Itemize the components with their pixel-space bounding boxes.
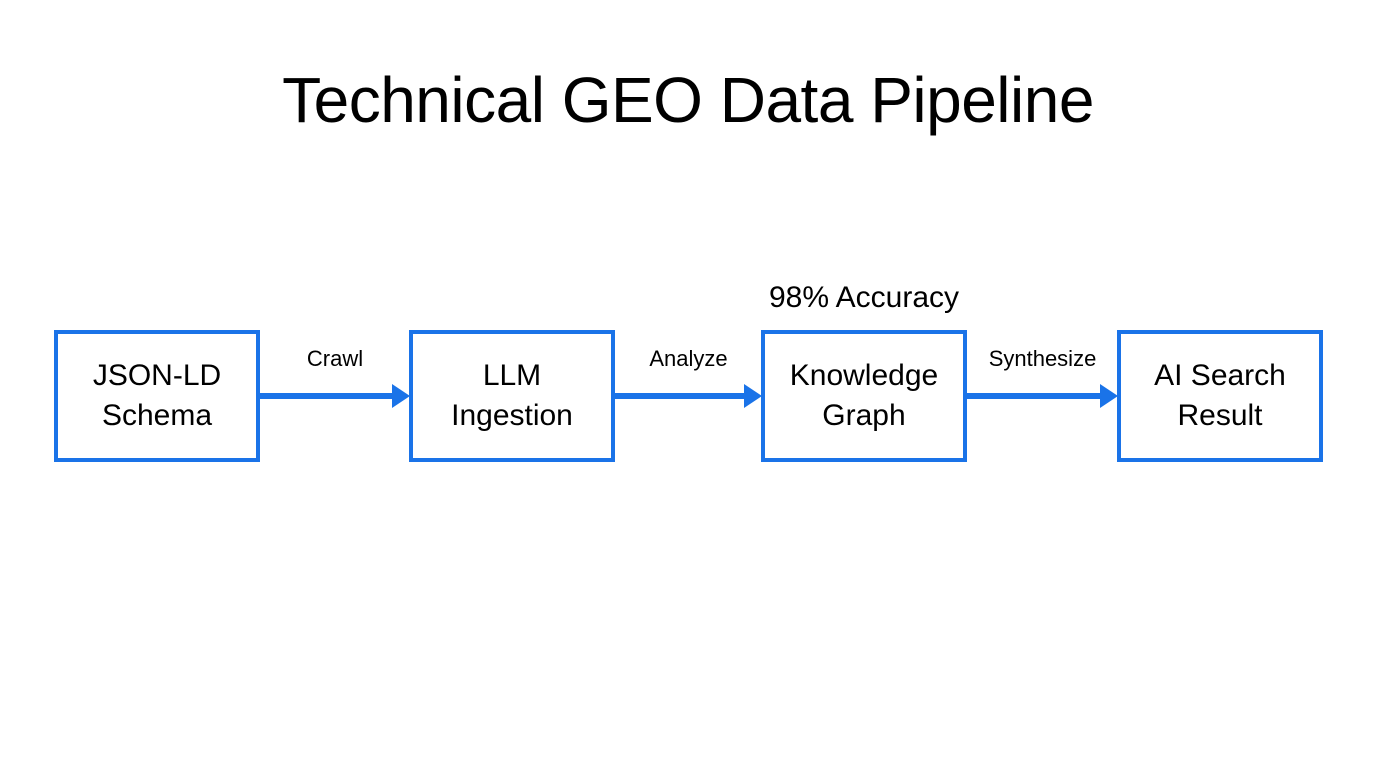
connector-label-analyze: Analyze bbox=[649, 346, 728, 371]
arrow-shaft-icon bbox=[615, 393, 744, 399]
connector-synthesize: Synthesize bbox=[967, 346, 1118, 416]
node-label: AI Search Result bbox=[1154, 359, 1286, 432]
node-label: LLM Ingestion bbox=[451, 359, 573, 432]
arrow-head-icon bbox=[1100, 384, 1118, 408]
arrow-head-icon bbox=[744, 384, 762, 408]
node-knowledge-graph[interactable]: Knowledge Graph bbox=[761, 330, 967, 462]
arrow-head-icon bbox=[392, 384, 410, 408]
node-ai-search-result[interactable]: AI Search Result bbox=[1117, 330, 1323, 462]
node-json-ld-schema[interactable]: JSON-LD Schema bbox=[54, 330, 260, 462]
node-label: Knowledge Graph bbox=[789, 359, 939, 432]
connector-analyze: Analyze bbox=[615, 346, 762, 416]
node-annotation-accuracy: 98% Accuracy bbox=[768, 281, 960, 314]
connector-crawl: Crawl bbox=[260, 346, 410, 416]
connector-label-crawl: Crawl bbox=[306, 346, 364, 371]
node-llm-ingestion[interactable]: LLM Ingestion bbox=[409, 330, 615, 462]
node-label: JSON-LD Schema bbox=[92, 359, 222, 432]
connector-label-synthesize: Synthesize bbox=[988, 346, 1097, 371]
page-title: Technical GEO Data Pipeline bbox=[282, 64, 1094, 136]
arrow-shaft-icon bbox=[967, 393, 1100, 399]
arrow-shaft-icon bbox=[260, 393, 392, 399]
